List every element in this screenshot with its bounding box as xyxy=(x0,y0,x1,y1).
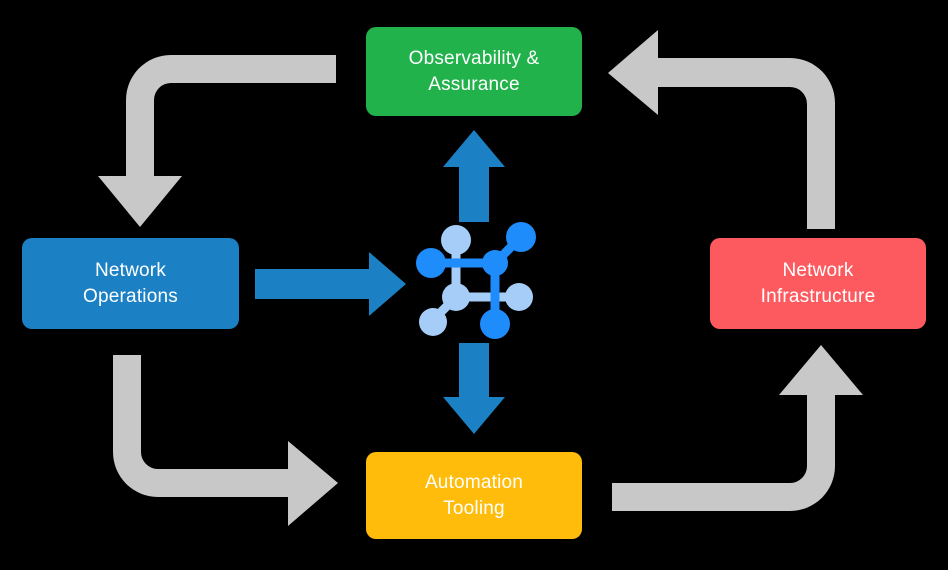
node-box-operations[interactable]: Network Operations xyxy=(22,238,239,329)
network-icon-dark-nodes xyxy=(416,222,536,339)
arrow-observability-to-operations xyxy=(98,55,336,227)
arrow-center-to-automation xyxy=(443,343,505,434)
arrow-center-to-observability xyxy=(443,130,505,222)
arrow-operations-to-automation xyxy=(113,355,338,526)
node-box-automation[interactable]: Automation Tooling xyxy=(366,452,582,539)
node-box-observability[interactable]: Observability & Assurance xyxy=(366,27,582,116)
node-label-operations: Network Operations xyxy=(83,260,178,307)
node-label-observability: Observability & Assurance xyxy=(408,48,540,95)
arrow-operations-to-center xyxy=(255,252,406,316)
node-label-automation: Automation Tooling xyxy=(424,472,524,519)
arrow-infrastructure-to-observability xyxy=(608,30,835,229)
network-icon-light-nodes xyxy=(419,225,533,336)
arrow-automation-to-infrastructure xyxy=(612,345,863,511)
node-box-infrastructure[interactable]: Network Infrastructure xyxy=(710,238,926,329)
node-label-infrastructure: Network Infrastructure xyxy=(760,260,876,307)
